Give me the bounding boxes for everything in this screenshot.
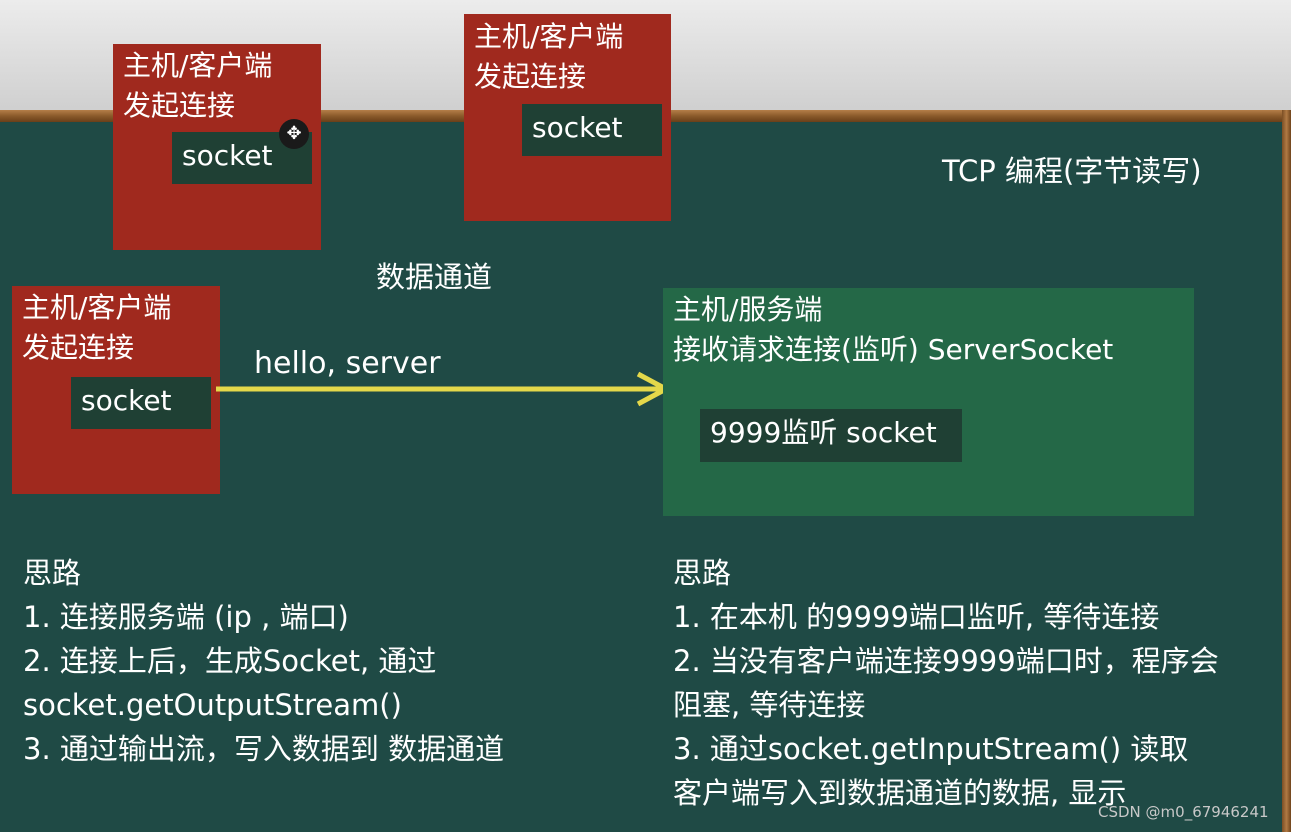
move-cursor-icon: ✥	[279, 119, 309, 149]
server-notes-line-5: 客户端写入到数据通道的数据, 显示	[673, 776, 1127, 810]
server-notes-line-2: 2. 当没有客户端连接9999端口时，程序会	[673, 644, 1219, 678]
client-host-1-subtitle: 发起连接	[123, 89, 236, 122]
client-host-2-title: 主机/客户端	[474, 20, 624, 53]
client-host-2: 主机/客户端 发起连接 socket	[464, 14, 671, 221]
client-notes-line-4: 3. 通过输出流，写入数据到 数据通道	[23, 732, 505, 766]
server-host-title: 主机/服务端	[673, 293, 823, 326]
client-host-3: 主机/客户端 发起连接 socket	[12, 286, 220, 494]
client-host-2-subtitle: 发起连接	[474, 60, 587, 93]
client-notes-line-2: 2. 连接上后，生成Socket, 通过	[23, 644, 437, 678]
client-host-3-title: 主机/客户端	[22, 291, 172, 324]
board-frame-right	[1282, 110, 1291, 832]
client-notes-heading: 思路	[23, 556, 82, 590]
server-host-subtitle: 接收请求连接(监听) ServerSocket	[673, 333, 1114, 366]
server-socket: 9999监听 socket	[700, 409, 962, 462]
client-notes-line-1: 1. 连接服务端 (ip , 端口)	[23, 600, 349, 634]
server-host: 主机/服务端 接收请求连接(监听) ServerSocket 9999监听 so…	[663, 288, 1194, 516]
data-channel-label: 数据通道	[376, 260, 493, 294]
server-notes-line-3: 阻塞, 等待连接	[673, 688, 866, 722]
client-host-3-subtitle: 发起连接	[22, 331, 135, 364]
client-socket-3: socket	[71, 377, 211, 429]
server-notes-line-1: 1. 在本机 的9999端口监听, 等待连接	[673, 600, 1160, 634]
server-notes-line-4: 3. 通过socket.getInputStream() 读取	[673, 732, 1189, 766]
message-label: hello, server	[254, 346, 441, 381]
watermark: CSDN @m0_67946241	[1098, 803, 1269, 821]
board-title: TCP 编程(字节读写)	[942, 154, 1202, 188]
client-notes-line-3: socket.getOutputStream()	[23, 688, 402, 722]
client-host-1-title: 主机/客户端	[123, 49, 273, 82]
server-notes-heading: 思路	[673, 556, 732, 590]
client-socket-2: socket	[522, 104, 662, 156]
